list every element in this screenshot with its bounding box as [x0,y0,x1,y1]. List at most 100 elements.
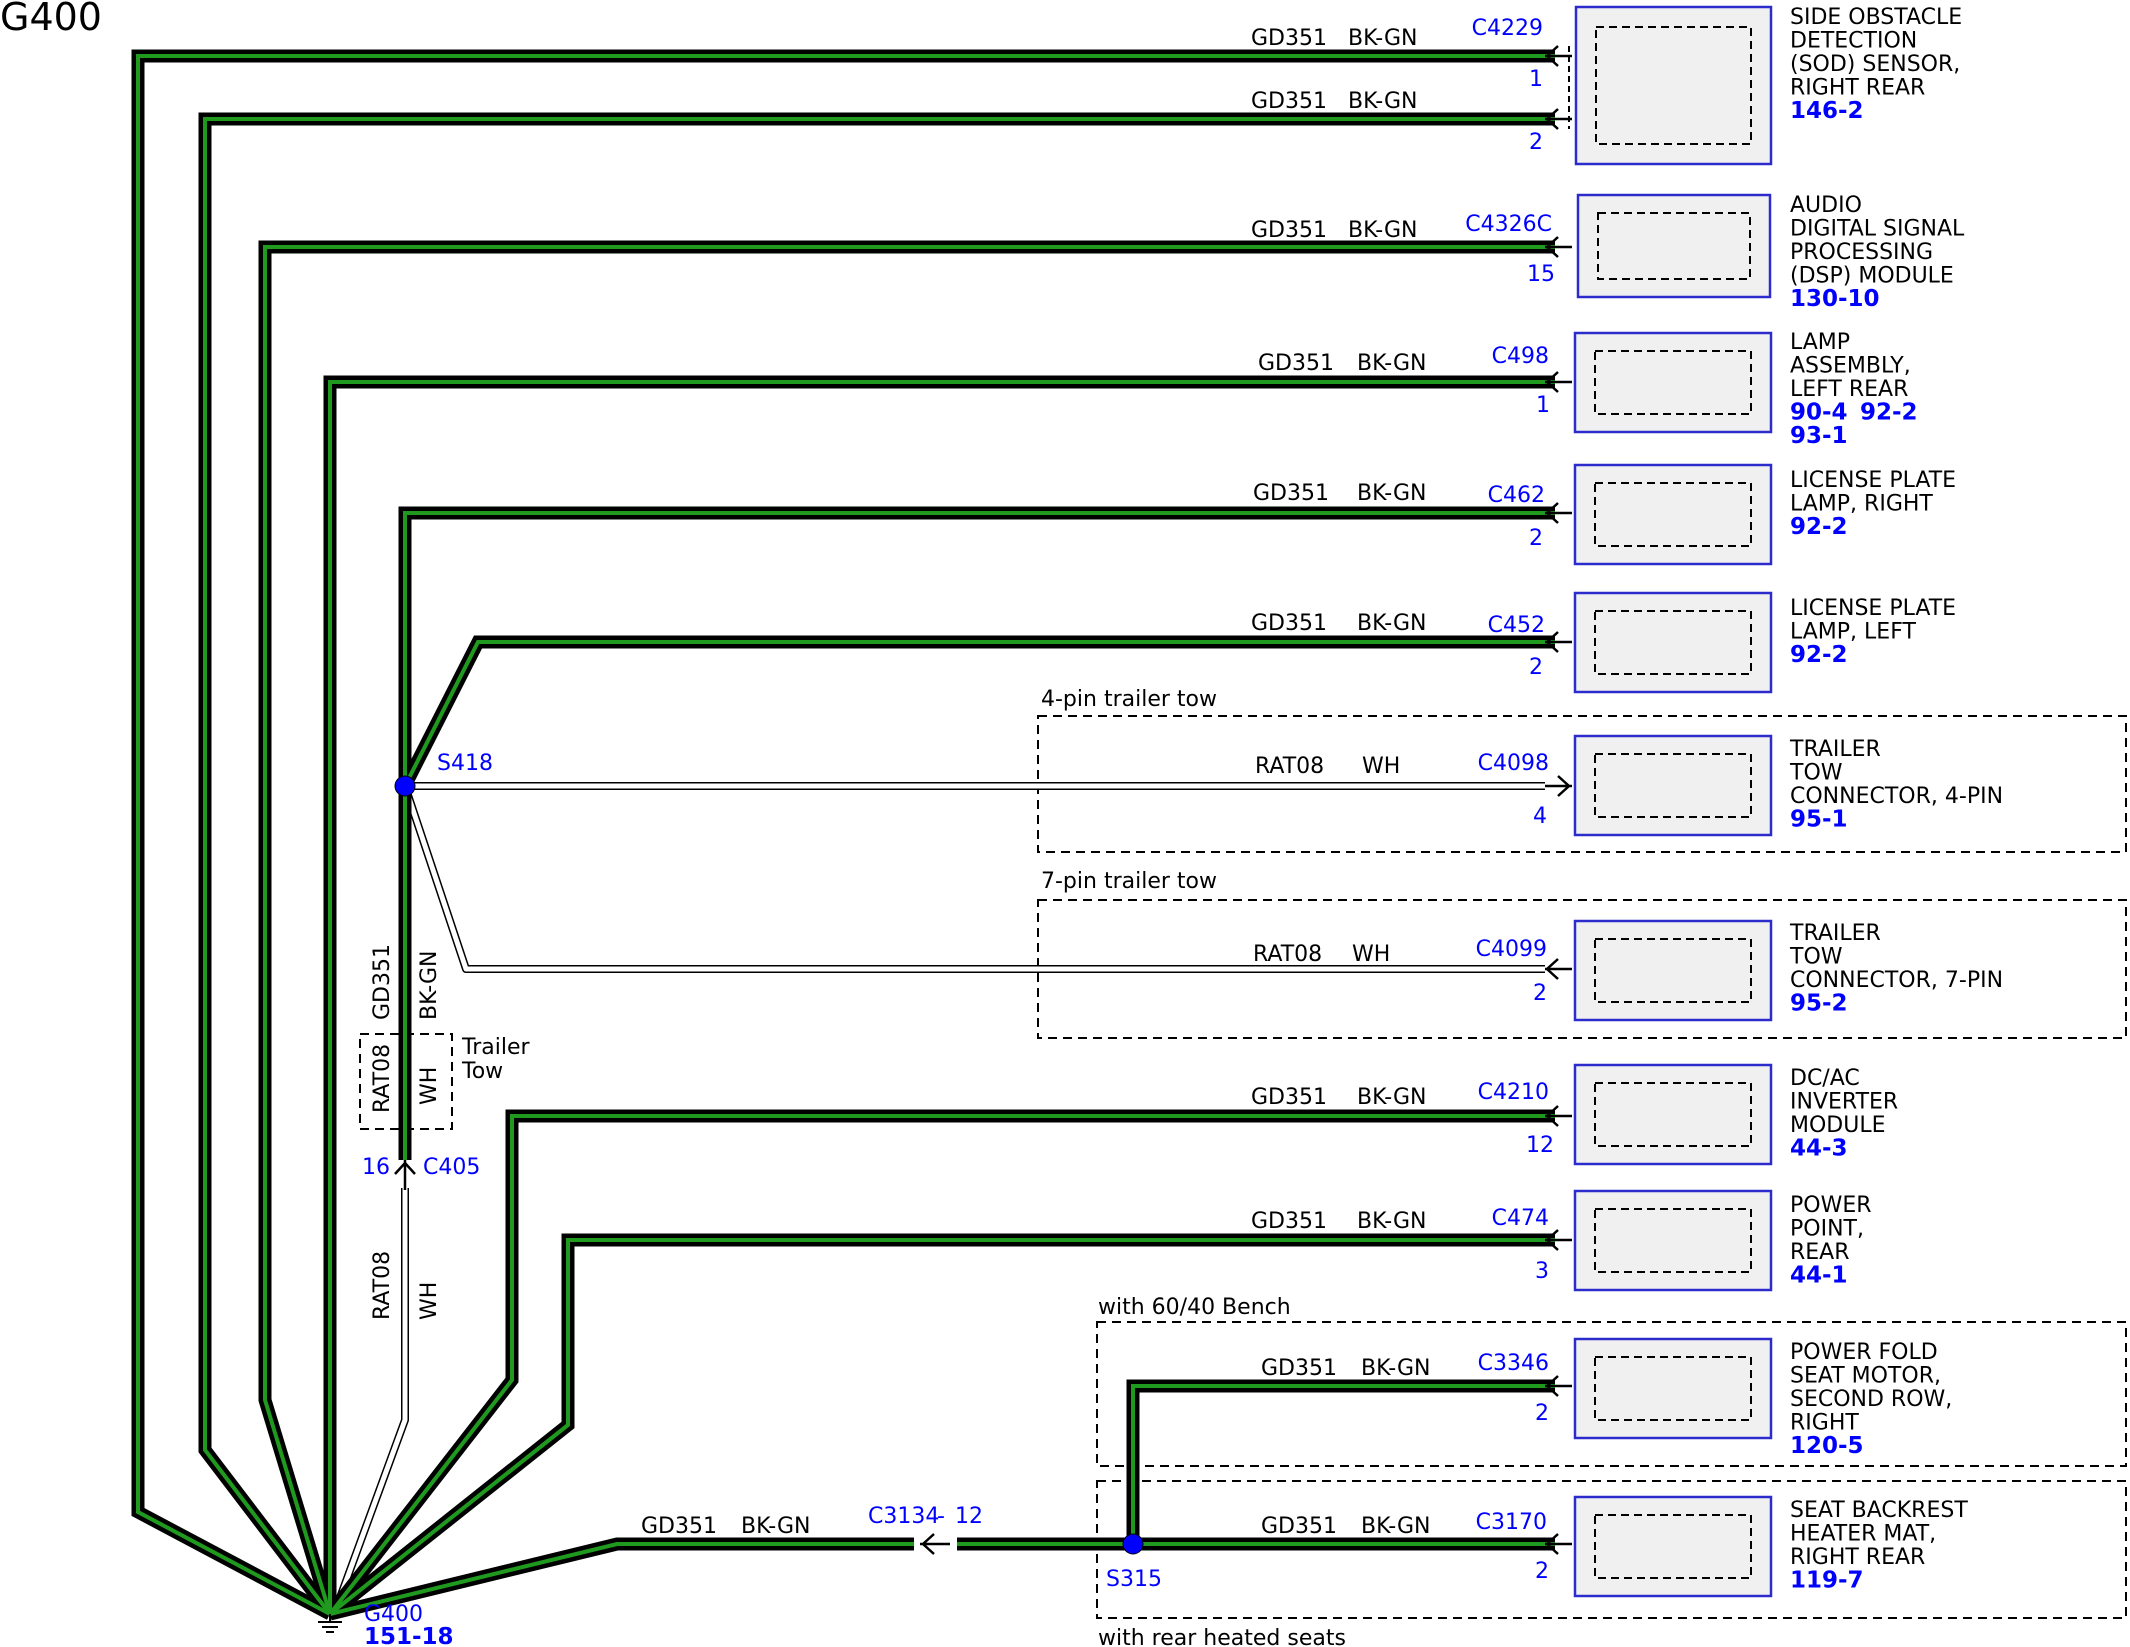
component-desc-c474-line: POWER [1790,1193,1872,1218]
pin-chevron-icon [1545,1375,1572,1397]
pin-chevron-icon [1545,1533,1572,1555]
pin-symbols [394,45,1572,1555]
page-title: G400 [0,0,102,39]
pin-chevron-icon [1545,958,1572,980]
component-ref-c4099: 95-2 [1790,991,1848,1017]
component-desc-c498-line: LAMP [1790,330,1850,355]
component-desc-c4326c-line: (DSP) MODULE [1790,264,1954,289]
splice-s418-label: S418 [437,751,493,776]
pin-c3346: 2 [1535,1401,1549,1426]
pin-chevron-icon [1545,1105,1572,1127]
connector-c498: C498 [1492,344,1549,369]
component-desc-c4099-line: TRAILER [1789,921,1881,946]
pin-c4098: 4 [1533,804,1547,829]
component-desc-c452-line: LAMP, LEFT [1790,620,1916,645]
component-desc-c4229-line: (SOD) SENSOR, [1790,52,1960,77]
c405-pin: 16 [362,1155,390,1180]
pin-c474: 3 [1535,1259,1549,1284]
component-desc-c4099-line: CONNECTOR, 7-PIN [1790,968,2003,993]
component-ref-c452: 92-2 [1790,642,1848,668]
component-desc-c4326c-line: AUDIO [1790,193,1862,218]
component-desc-c4098-line: CONNECTOR, 4-PIN [1790,784,2003,809]
pin-chevron-icon [1545,502,1572,524]
vert-rat08-color-upper: WH [417,1067,442,1105]
wire-color-c462: BK-GN [1357,481,1426,506]
wire-color-c498: BK-GN [1357,351,1426,376]
wire-color-c474: BK-GN [1357,1209,1426,1234]
component-box-c4099 [1573,919,1773,1022]
pin-c3170: 2 [1535,1559,1549,1584]
component-desc-c4229-line: RIGHT REAR [1790,76,1925,101]
component-desc-c4098-line: TRAILER [1789,737,1881,762]
pin-c4326c: 15 [1527,262,1555,287]
ground-wires [131,49,1555,1621]
vert-rat08-circuit-lower: RAT08 [370,1251,395,1320]
component-desc-c4099-line: TOW [1789,945,1843,970]
wire-labels: GD351 BK-GN GD351 BK-GN GD351 BK-GN GD35… [641,26,1430,1539]
connector-c462: C462 [1488,483,1545,508]
option-regions [359,715,2127,1619]
pin-c4229-2: 2 [1529,130,1543,155]
component-desc-c474-line: REAR [1790,1240,1850,1265]
component-box-c3346 [1573,1337,1773,1440]
component-desc-c4098-line: TOW [1789,761,1843,786]
pin-chevron-icon [1545,1229,1572,1251]
pin-chevron-icon [1545,631,1572,653]
pin-c462: 2 [1529,526,1543,551]
component-desc-c4210-line: DC/AC [1790,1066,1860,1091]
inline-chevron-icon [394,1160,416,1190]
wire-circuit-c3134: GD351 [641,1514,717,1539]
pin-c498: 1 [1536,393,1550,418]
component-desc-c3346-line: SEAT MOTOR, [1790,1364,1941,1389]
component-ref-c4098: 95-1 [1790,807,1848,833]
component-box-c452 [1573,591,1773,694]
trailer-tow-label-line2: Tow [461,1059,503,1084]
connector-c3170: C3170 [1476,1510,1547,1535]
splice-s315-icon [1122,1533,1144,1555]
component-desc-c4326c-line: PROCESSING [1790,240,1933,265]
connector-c3346: C3346 [1478,1351,1549,1376]
component-desc-c498-line: LEFT REAR [1790,377,1908,402]
pin-c4210: 12 [1526,1133,1554,1158]
pin-chevron-icon [1545,371,1572,393]
pin-c452: 2 [1529,655,1543,680]
component-ref-c4210: 44-3 [1790,1136,1848,1162]
component-desc-c462-line: LAMP, RIGHT [1790,492,1933,517]
component-desc-c462-line: LICENSE PLATE [1790,468,1956,493]
component-desc-c498-line: ASSEMBLY, [1790,354,1911,379]
wire-circuit-c3346: GD351 [1261,1356,1337,1381]
wire-color-c4098: WH [1362,754,1400,779]
wire-color-c452: BK-GN [1357,611,1426,636]
connector-c4210: C4210 [1478,1080,1549,1105]
ground-ref: 151-18 [364,1624,454,1647]
option-box-heated [1096,1480,2127,1619]
pin-chevron-icon [1545,45,1572,67]
wh-wires [330,782,1545,1616]
wire-circuit-c498: GD351 [1258,351,1334,376]
ground-icon [318,1614,342,1633]
component-desc-c3346-line: POWER FOLD [1790,1340,1938,1365]
component-desc-c3170-line: RIGHT REAR [1790,1545,1925,1570]
component-ref-c474: 44-1 [1790,1263,1848,1289]
trailer-tow-label-line1: Trailer [461,1035,530,1060]
wire-circuit-c474: GD351 [1251,1209,1327,1234]
component-ref-c498: 90-4 [1790,400,1848,426]
pin-c4229-1: 1 [1529,67,1543,92]
component-boxes [1573,5,1773,1598]
connector-labels: C4229 1 2 C4326C 15 C498 1 C462 2 C452 2… [1465,16,1555,1584]
option-label-4pin: 4-pin trailer tow [1041,687,1217,712]
wire-color-c4210: BK-GN [1357,1085,1426,1110]
component-box-c4326c [1576,193,1772,299]
component-ref-c4326c: 130-10 [1790,286,1880,312]
wire-color-c3346: BK-GN [1361,1356,1430,1381]
component-desc-c4229-line: SIDE OBSTACLE [1790,5,1962,30]
c3134-pin: 12 [955,1504,983,1529]
vert-rat08-circuit-upper: RAT08 [370,1044,395,1113]
connector-c4326c: C4326C [1465,212,1552,237]
c3134-sep: - [937,1504,945,1529]
wire-circuit-c3170: GD351 [1261,1514,1337,1539]
connector-c4099: C4099 [1476,937,1547,962]
wire-circuit-c4229-1: GD351 [1251,26,1327,51]
option-box-bench [1096,1321,2127,1467]
